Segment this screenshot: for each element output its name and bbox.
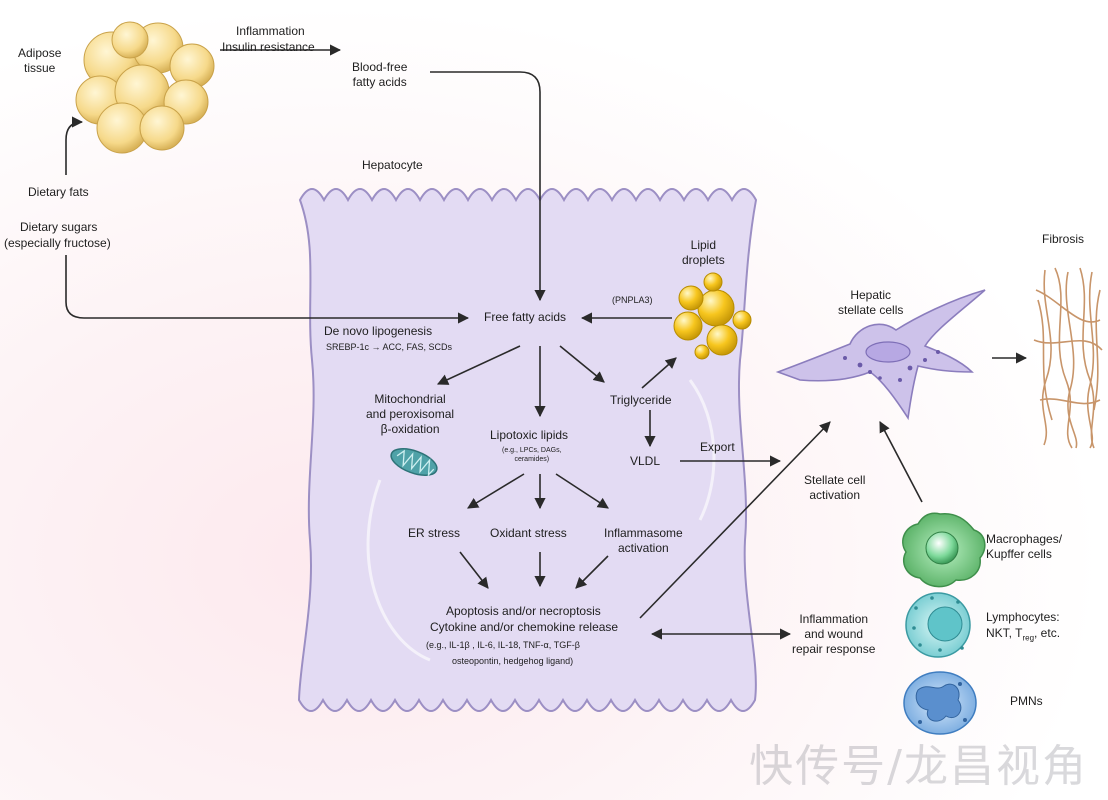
lipotoxic-examples-label: (e.g., LPCs, DAGs, ceramides) [502,447,562,463]
dietary-sugars-label: Dietary sugars [20,220,98,234]
blood-free-fatty-acids-label: Blood-free fatty acids [352,60,408,89]
apoptosis-label: Apoptosis and/or necroptosis [446,604,601,618]
srebp-label: SREBP-1c → ACC, FAS, SCDs [326,342,453,352]
inflammation-label: Inflammation [236,24,305,38]
cytokine-release-label: Cytokine and/or chemokine release [430,620,619,634]
oxidant-stress-label: Oxidant stress [490,526,567,540]
er-stress-label: ER stress [408,526,461,540]
adipose-tissue-icon [75,21,215,154]
cytokine-examples-2-label: osteopontin, hedgehog ligand) [452,656,574,666]
adipose-tissue-label: Adipose tissue [18,46,62,75]
triglyceride-label: Triglyceride [610,393,672,407]
stellate-activation-label: Stellate cell activation [804,473,866,502]
inflammation-wound-label: Inflammation and wound repair response [792,612,876,656]
hepatocyte-cell [297,188,758,712]
hepatocyte-label: Hepatocyte [362,158,423,172]
watermark: 快传号/龙昌视角 [749,741,1088,792]
lipid-droplets-label: Lipid droplets [682,238,725,267]
de-novo-lipogenesis-label: De novo lipogenesis [324,324,433,338]
pmn-icon [903,671,977,735]
especially-fructose-label: (especially fructose) [4,236,111,250]
dietary-fats-label: Dietary fats [28,185,89,199]
insulin-resistance-label: Insulin resistance [222,40,315,54]
cytokine-examples-label: (e.g., IL-1β , IL-6, IL-18, TNF-α, TGF-β [426,640,580,650]
lymphocytes-label: Lymphocytes: [986,610,1060,624]
inflammasome-label: Inflammasome activation [604,526,683,555]
beta-oxidation-label: Mitochondrial and peroxisomal β-oxidatio… [366,392,455,436]
mitochondrion-icon [390,448,438,477]
lymphocytes-types-label: NKT, Treg, etc. [986,626,1061,643]
export-label: Export [700,440,735,454]
macrophages-label: Macrophages/ Kupffer cells [986,532,1063,561]
macrophage-icon [902,512,986,588]
pmns-label: PMNs [1010,694,1043,708]
hepatic-stellate-label: Hepatic stellate cells [838,288,904,317]
lipotoxic-lipids-label: Lipotoxic lipids [490,428,569,442]
free-fatty-acids-label: Free fatty acids [484,310,567,324]
stellate-cell-icon [775,289,986,421]
fibrosis-icon [1033,267,1103,449]
pnpla3-label: (PNPLA3) [612,295,653,305]
fibrosis-label: Fibrosis [1042,232,1085,246]
lymphocyte-icon [905,592,971,658]
vldl-label: VLDL [630,454,661,468]
pathway-arrows [65,44,1028,640]
lipid-droplets-icon [673,272,752,360]
